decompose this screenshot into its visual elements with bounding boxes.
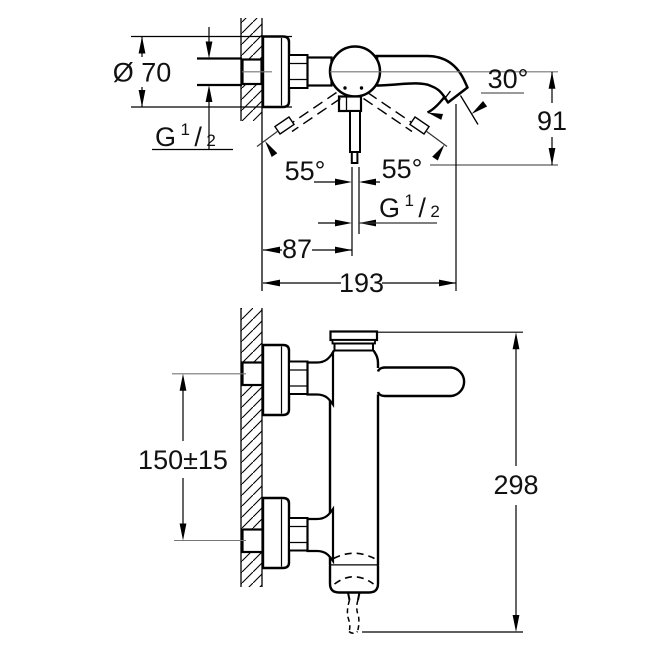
detail-dot xyxy=(343,86,347,90)
dim-depth-87: 87 xyxy=(263,234,352,264)
lever-handle xyxy=(376,366,466,398)
label-overall-height: 298 xyxy=(493,470,538,500)
dim-height-91: 91 xyxy=(430,71,567,166)
label-spout-angle: 30° xyxy=(488,64,529,94)
label-swing-left: 55° xyxy=(285,156,326,186)
union-cone-top xyxy=(306,349,335,408)
dim-inlet-thread: G 1 / 2 xyxy=(152,27,233,152)
side-view: 55° 55° Ø 70 G 1 / xyxy=(113,18,567,298)
dim-depth-193: 193 xyxy=(263,104,457,298)
hex-nut-top xyxy=(288,360,309,395)
dim-swing-angles: 55° 55° xyxy=(256,130,448,186)
label-inlet-thread: G 1 / 2 xyxy=(155,120,216,152)
hex-nut xyxy=(288,54,309,89)
label-diameter: Ø 70 xyxy=(113,58,172,88)
cap-neck xyxy=(333,342,374,352)
dim-diameter-70: Ø 70 xyxy=(113,35,292,108)
escutcheon-bottom xyxy=(261,496,291,570)
label-swing-right: 55° xyxy=(382,154,423,184)
label-depth-87: 87 xyxy=(282,234,312,264)
spout xyxy=(374,54,469,104)
aerator-line xyxy=(443,90,452,100)
water-stream xyxy=(346,599,360,634)
lever-swing-dashed xyxy=(287,91,417,133)
dim-overall-height: 298 xyxy=(362,331,539,633)
shower-outlet xyxy=(328,552,380,634)
dim-spout-angle: 30° xyxy=(459,64,529,125)
front-view: 150±15 298 xyxy=(138,308,539,634)
dim-inlet-distance: 150±15 xyxy=(138,373,246,542)
label-inlet-distance: 150±15 xyxy=(138,445,228,475)
escutcheon-top xyxy=(261,343,291,417)
dim-outlet-thread: G 1 / 2 xyxy=(318,191,440,227)
union-connector xyxy=(306,56,333,87)
lever-handle xyxy=(337,95,363,164)
union-cone-bottom xyxy=(306,505,335,565)
label-height-91: 91 xyxy=(537,106,567,136)
lever-ghost-tip-left xyxy=(273,116,296,135)
label-outlet-thread: G 1 / 2 xyxy=(379,191,440,223)
hex-nut-bottom xyxy=(288,517,309,552)
cap-flange xyxy=(329,330,379,342)
flow-arrow xyxy=(426,96,445,120)
label-depth-193: 193 xyxy=(339,268,384,298)
detail-dot xyxy=(359,86,364,90)
mixer-body xyxy=(328,330,380,565)
lever-ghost-tip-right xyxy=(408,116,431,135)
